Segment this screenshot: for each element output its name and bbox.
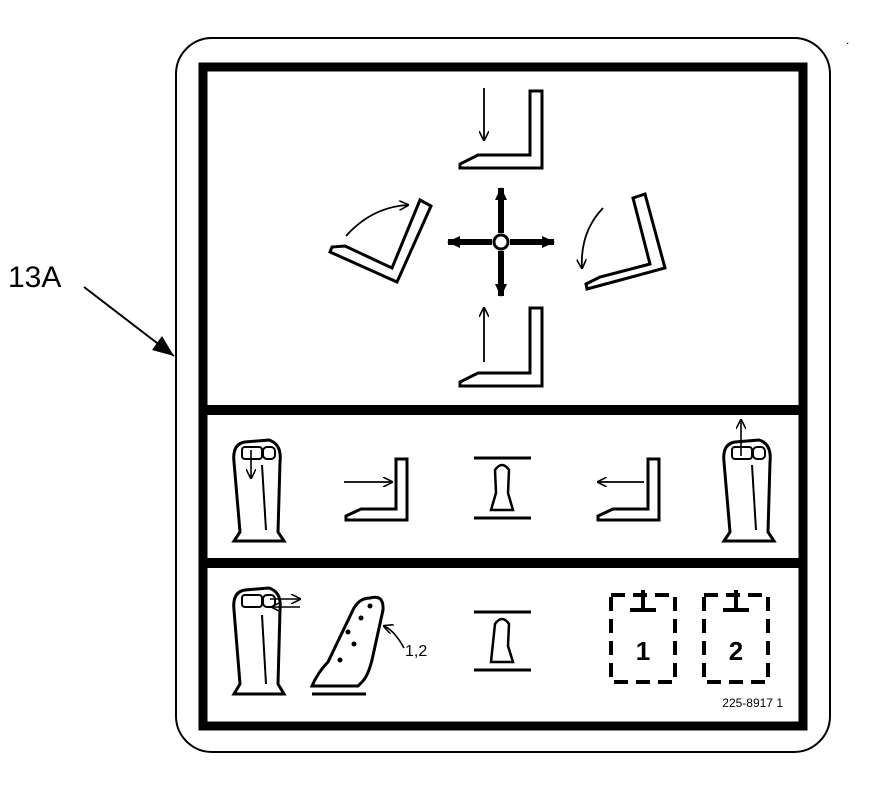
decal-outline [175,37,831,753]
bucket-pull-icon [596,457,661,522]
lever-button-down-icon [231,438,287,543]
bottom-panel: 1,2 1 2 225-8917 1 [231,586,783,710]
part-number: 225-8917 1 [722,696,783,710]
hold-stop-icon [474,610,531,672]
lever-button-up-icon [721,420,777,543]
four-way-arrows-icon [447,187,555,297]
top-panel [328,88,667,388]
bucket-curl-icon [582,192,667,291]
bucket-dump-icon [328,197,433,284]
bucket-raise-icon [458,306,544,388]
mode-2-label: 2 [729,636,743,666]
mode-1-icon: 1 [609,590,677,684]
panel-divider-1 [203,405,803,415]
decal-frame [198,62,808,731]
hold-stop-icon [474,456,531,520]
middle-panel [231,420,777,543]
mode-2-icon: 2 [702,590,770,684]
callout-label: 13A [8,261,61,294]
bucket-push-icon [344,457,409,522]
callout-arrowhead [152,336,174,356]
svg-text:.: . [846,33,849,47]
joystick-icon [309,595,405,696]
panel-divider-2 [203,558,803,568]
lever-button-slide-icon [231,586,300,696]
bucket-lower-icon [458,88,544,170]
joystick-callout: 1,2 [405,643,427,660]
mode-1-label: 1 [636,636,650,666]
